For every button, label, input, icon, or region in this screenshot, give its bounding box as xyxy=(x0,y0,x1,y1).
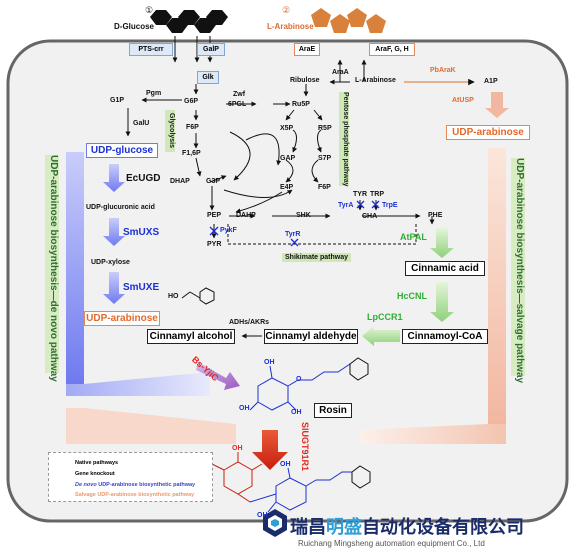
cinnamic-acid: Cinnamic acid xyxy=(405,261,485,276)
smuxe-enzyme: SmUXE xyxy=(123,282,160,293)
arabinose-moiety xyxy=(211,452,263,503)
denovo-column xyxy=(66,152,84,384)
pbarak-enzyme: PbAraK xyxy=(430,67,456,74)
glucose-molecules xyxy=(150,10,228,33)
6pgl: 6PGL xyxy=(228,101,247,108)
glucose-label: D-Glucose xyxy=(114,22,155,31)
tyra-enzyme: TyrA xyxy=(338,202,354,209)
slugt-enzyme: SlUGT91R1 xyxy=(300,422,310,472)
udp-glucose: UDP-glucose xyxy=(86,143,158,158)
tyr: TYR xyxy=(353,191,367,198)
ru5p: Ru5P xyxy=(292,101,310,108)
arabinose-number: ② xyxy=(282,5,291,15)
salvage-column xyxy=(488,148,506,424)
g3p: G3P xyxy=(206,178,221,185)
udp-arabinose-salvage: UDP-arabinose xyxy=(446,125,530,140)
arabinose-molecules xyxy=(311,8,386,33)
galu-enzyme: GalU xyxy=(133,120,150,127)
tyrr-regulation-line xyxy=(227,224,417,245)
pgm-enzyme: Pgm xyxy=(146,90,162,97)
x5p: X5P xyxy=(280,125,294,132)
pep: PEP xyxy=(207,212,222,219)
glycolysis-label: Glycolysis xyxy=(165,110,175,152)
legend: Native pathways Gene knockout De novo UD… xyxy=(48,452,213,502)
araa-enzyme: AraA xyxy=(332,69,349,76)
atusp-enzyme: AtUSP xyxy=(452,97,474,104)
company-logo-icon xyxy=(263,509,287,537)
arafgh-transporter: AraF, G, H xyxy=(369,43,415,56)
tyrr-regulator: TyrR xyxy=(285,231,301,238)
legend-knockout: Gene knockout xyxy=(75,471,115,477)
s7p: S7P xyxy=(318,155,332,162)
cinnamyl-alcohol: Cinnamyl alcohol xyxy=(147,329,235,344)
udp-arabinose-denovo: UDP-arabinose xyxy=(84,311,160,326)
lpccr1-enzyme: LpCCR1 xyxy=(367,312,403,322)
f6p-ppp: F6P xyxy=(318,184,331,191)
smuxs-enzyme: SmUXS xyxy=(123,227,160,238)
phe: PHE xyxy=(428,212,443,219)
bs-yjic-arrow xyxy=(196,362,240,390)
glk-enzyme: Glk xyxy=(197,71,219,84)
pykf-enzyme: PykF xyxy=(220,227,237,234)
cell-membrane xyxy=(6,39,569,523)
hccnl-enzyme: HcCNL xyxy=(397,291,428,301)
rosin-o: O xyxy=(296,376,302,383)
ho-label: HO xyxy=(168,293,179,300)
ara-oh-top: OH xyxy=(232,445,243,452)
ppp-label: Pentose phosphate pathway xyxy=(339,92,349,187)
slugt-arrow xyxy=(252,430,288,470)
f6p: F6P xyxy=(186,124,199,131)
shk: SHK xyxy=(296,212,311,219)
arabinose-label: L-Arabinose xyxy=(267,22,314,31)
dhap: DHAP xyxy=(170,178,190,185)
company-name: 瑞昌明盛自动化设备有限公司 xyxy=(290,517,524,537)
e4p: E4P xyxy=(280,184,294,191)
pts-transporter: PTS-crr xyxy=(129,43,173,56)
gap: GAP xyxy=(280,155,296,162)
udp-glucuronic-acid: UDP-glucuronic acid xyxy=(86,204,155,211)
company-subtitle: Ruichang Mingsheng automation equipment … xyxy=(298,539,485,548)
adhs-enzyme: ADHs/AKRs xyxy=(229,319,270,326)
ecugd-enzyme: EcUGD xyxy=(126,173,161,184)
dahp: DAHP xyxy=(236,212,256,219)
cinnamyl-aldehyde: Cinnamyl aldehyde xyxy=(264,329,358,344)
cha: CHA xyxy=(362,213,378,220)
udp-xylose: UDP-xylose xyxy=(91,259,130,266)
f16p: F1,6P xyxy=(182,150,201,157)
glc-oh-top: OH xyxy=(280,461,291,468)
shikimate-label: Shikimate pathway xyxy=(282,253,352,262)
a1p: A1P xyxy=(484,78,498,85)
trp: TRP xyxy=(370,191,384,198)
arae-transporter: AraE xyxy=(294,43,320,56)
legend-native: Native pathways xyxy=(75,460,119,466)
glc-oh-bottom: OH xyxy=(257,512,268,519)
salvage-side-label: UDP-arabinose biosynthesis—salvage pathw… xyxy=(511,158,525,383)
galp-transporter: GalP xyxy=(197,43,225,56)
g6p: G6P xyxy=(184,98,199,105)
ara-oh-right: OH xyxy=(262,457,273,464)
rosin-oh-left: OH xyxy=(239,405,250,412)
trpe-enzyme: TrpE xyxy=(382,202,398,209)
atpal-enzyme: AtPAL xyxy=(400,232,427,242)
denovo-side-label: UDP-arabinose biosynthesis—de novo pathw… xyxy=(45,155,59,382)
zwf-enzyme: Zwf xyxy=(233,91,246,98)
rosin-oh-right: OH xyxy=(291,409,302,416)
rosin-oh-top: OH xyxy=(264,359,275,366)
r5p: R5P xyxy=(318,125,332,132)
cinnamoyl-coa: Cinnamoyl-CoA xyxy=(402,329,488,344)
ribulose: Ribulose xyxy=(290,77,320,84)
g1p: G1P xyxy=(110,97,125,104)
legend-salvage: Salvage UDP-arabinose biosynthetic pathw… xyxy=(75,492,195,498)
rosin-structure xyxy=(249,363,351,411)
legend-denovo: De novo UDP-arabinose biosynthetic pathw… xyxy=(75,482,196,488)
pyr: PYR xyxy=(207,241,222,248)
rosin: Rosin xyxy=(314,403,352,418)
glucose-number: ① xyxy=(145,5,154,15)
l-arabinose-internal: L-Arabinose xyxy=(355,77,396,84)
